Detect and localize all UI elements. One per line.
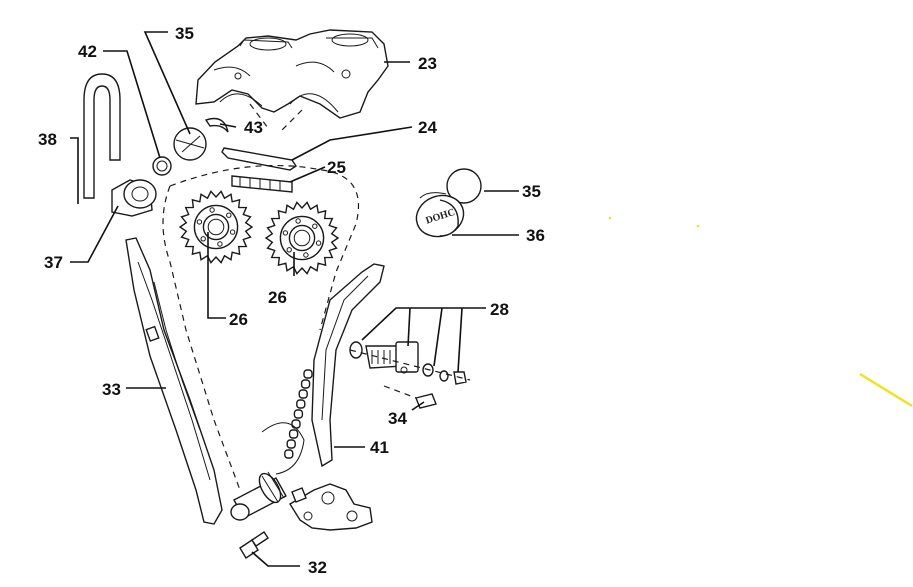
sprocket-bolt-hole xyxy=(217,241,223,247)
label-41: 41 xyxy=(370,438,389,457)
elbow-fitting-part-37 xyxy=(111,179,157,217)
label-42: 42 xyxy=(78,42,97,61)
yellow-accent-dot-b xyxy=(696,224,700,228)
sprocket-bolt-hole xyxy=(196,219,203,225)
dohc-cap-part-36: DOHC xyxy=(415,192,465,238)
label-26-left: 26 xyxy=(229,310,248,329)
chain-guide-part-33 xyxy=(125,237,223,525)
timing-chain-loop xyxy=(162,164,360,491)
bolt-part-34 xyxy=(383,385,437,409)
label-43: 43 xyxy=(244,118,263,137)
label-35-top: 35 xyxy=(175,24,194,43)
half-moon-seal-part-43 xyxy=(204,117,229,133)
cover-guide-line-b xyxy=(281,109,303,131)
sprocket-bolt-hole xyxy=(226,212,232,218)
chain-link xyxy=(303,369,313,379)
center-chain-strand xyxy=(284,369,313,459)
label-24: 24 xyxy=(418,118,437,137)
chain-link xyxy=(288,429,299,439)
sprocket-bolt-hole xyxy=(312,223,318,229)
sprocket-bolt-hole xyxy=(229,229,236,235)
chain-segment-part-25 xyxy=(231,175,293,193)
tensioner-axis-line xyxy=(349,349,471,381)
plug-part-35-right xyxy=(446,168,482,204)
chain-link xyxy=(300,379,311,389)
hose-part-38 xyxy=(83,73,121,199)
sprocket-hub-ring xyxy=(202,213,230,241)
yellow-accent-dot-a xyxy=(608,216,612,220)
chain-link xyxy=(293,409,304,419)
label-32: 32 xyxy=(308,558,327,577)
hydraulic-tensioner-part-28 xyxy=(349,341,467,385)
sprocket-bolt-hole xyxy=(303,252,309,258)
sprocket-bolt-hole xyxy=(295,218,301,224)
yellow-accent-stroke xyxy=(859,372,913,408)
plug-part-35-left xyxy=(173,127,207,161)
cam-cover-part-23 xyxy=(195,29,389,119)
chain-link xyxy=(296,399,306,409)
label-38: 38 xyxy=(38,130,57,149)
seal-ring-part-42 xyxy=(152,156,172,176)
sprocket-bolt-hole xyxy=(315,240,322,246)
cover-guide-line-a xyxy=(249,103,269,129)
label-37: 37 xyxy=(44,253,63,272)
tensioner-bracket xyxy=(289,483,373,531)
sprocket-bolt-hole xyxy=(209,207,215,213)
chain-link xyxy=(286,439,296,449)
label-35-right: 35 xyxy=(522,182,541,201)
label-25: 25 xyxy=(327,158,346,177)
gasket-strip-part-24 xyxy=(221,147,297,171)
tensioner-arm-part-41 xyxy=(311,263,385,468)
cam-sprocket-part-26-left xyxy=(178,190,254,264)
crank-sprocket-assembly xyxy=(230,422,305,521)
sprocket-bolt-hole xyxy=(282,230,289,236)
bolt-part-32 xyxy=(239,531,269,559)
sprocket-bolt-hole xyxy=(200,236,206,242)
sprocket-hub-ring xyxy=(288,224,316,252)
label-36: 36 xyxy=(526,226,545,245)
sprocket-bolt-hole xyxy=(286,247,292,253)
sprocket-hub-ring xyxy=(207,218,225,236)
leader-lines xyxy=(70,31,519,567)
cam-sprocket-part-26-right xyxy=(264,201,340,275)
label-23: 23 xyxy=(418,54,437,73)
chain-link xyxy=(298,389,308,399)
chain-link xyxy=(291,419,301,429)
sprocket-hub-ring xyxy=(293,229,311,247)
label-34: 34 xyxy=(388,409,407,428)
label-28: 28 xyxy=(490,300,509,319)
chain-link xyxy=(284,449,294,459)
label-26-center: 26 xyxy=(268,288,287,307)
label-33: 33 xyxy=(102,380,121,399)
